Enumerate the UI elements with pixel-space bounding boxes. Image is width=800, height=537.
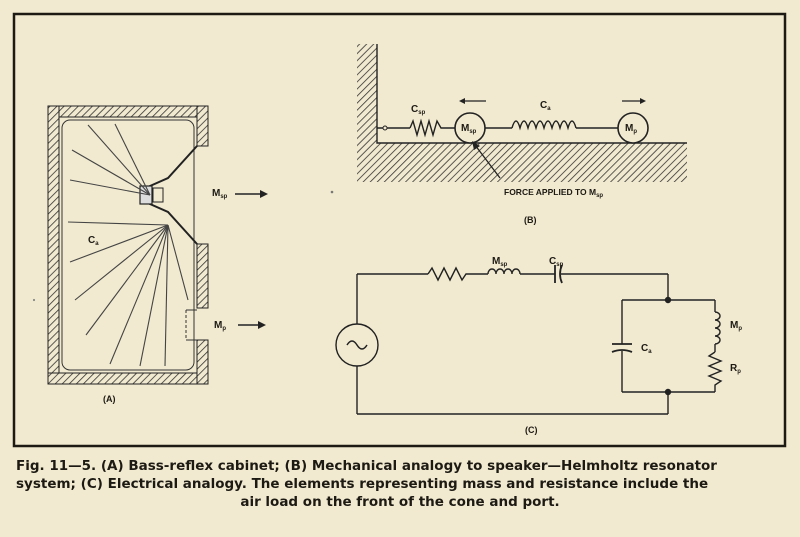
elec-ca-label: Ca bbox=[641, 343, 652, 355]
cabinet-ca-label: Ca bbox=[88, 235, 99, 247]
ca-spring bbox=[511, 120, 577, 131]
speaker-magnet bbox=[139, 185, 153, 205]
caption-line-3: air load on the front of the cone and po… bbox=[240, 494, 560, 510]
cabinet-front-wall-upper bbox=[196, 105, 209, 147]
bass-reflex-cabinet: Ca Msp Mp (A) bbox=[47, 105, 268, 404]
cabinet-left-wall bbox=[47, 105, 60, 385]
part-a-label: (A) bbox=[103, 394, 116, 404]
elec-msp-label: Msp bbox=[492, 256, 508, 268]
figure-diagram: Ca Msp Mp (A) Csp Msp Ca Mp bbox=[12, 12, 787, 448]
mech-ca-label: Ca bbox=[540, 100, 551, 112]
cabinet-top-wall bbox=[47, 105, 209, 118]
cabinet-air-lines bbox=[67, 123, 189, 367]
cabinet-lining bbox=[61, 119, 195, 371]
mechanical-analogy: Csp Msp Ca Mp FORCE APPLIED TO Msp (B) bbox=[357, 44, 687, 225]
caption-line-1: Fig. 11—5. (A) Bass-reflex cabinet; (B) … bbox=[16, 458, 717, 474]
cabinet-mp-label: Mp bbox=[214, 320, 226, 332]
msp-inductor bbox=[487, 268, 521, 275]
mech-mp-label: Mp bbox=[625, 123, 637, 135]
mech-csp-label: Csp bbox=[411, 104, 426, 116]
cabinet-front-wall-lower bbox=[196, 339, 209, 385]
electrical-analogy: Msp Csp Ca Mp Rp bbox=[335, 256, 742, 415]
figure-border bbox=[12, 12, 787, 448]
mech-floor bbox=[357, 143, 687, 182]
series-resistor bbox=[427, 266, 488, 282]
cabinet-bottom-wall bbox=[47, 372, 209, 385]
caption-line-2: system; (C) Electrical analogy. The elem… bbox=[16, 476, 709, 492]
part-c-label: (C) bbox=[525, 425, 538, 435]
cabinet-front-wall-middle bbox=[196, 243, 209, 309]
rp-resistor bbox=[707, 351, 723, 392]
mp-inductor bbox=[714, 311, 721, 345]
force-pointer bbox=[474, 144, 501, 179]
elec-rp-label: Rp bbox=[730, 363, 741, 375]
part-b-label: (B) bbox=[524, 215, 537, 225]
mech-msp-label: Msp bbox=[461, 123, 477, 135]
cabinet-msp-label: Msp bbox=[212, 188, 228, 200]
msp-mass bbox=[454, 112, 486, 144]
force-label: FORCE APPLIED TO Msp bbox=[504, 187, 603, 199]
elec-mp-label: Mp bbox=[730, 320, 742, 332]
mp-mass bbox=[617, 112, 649, 144]
csp-spring bbox=[409, 118, 455, 138]
elec-csp-label: Csp bbox=[549, 256, 564, 268]
